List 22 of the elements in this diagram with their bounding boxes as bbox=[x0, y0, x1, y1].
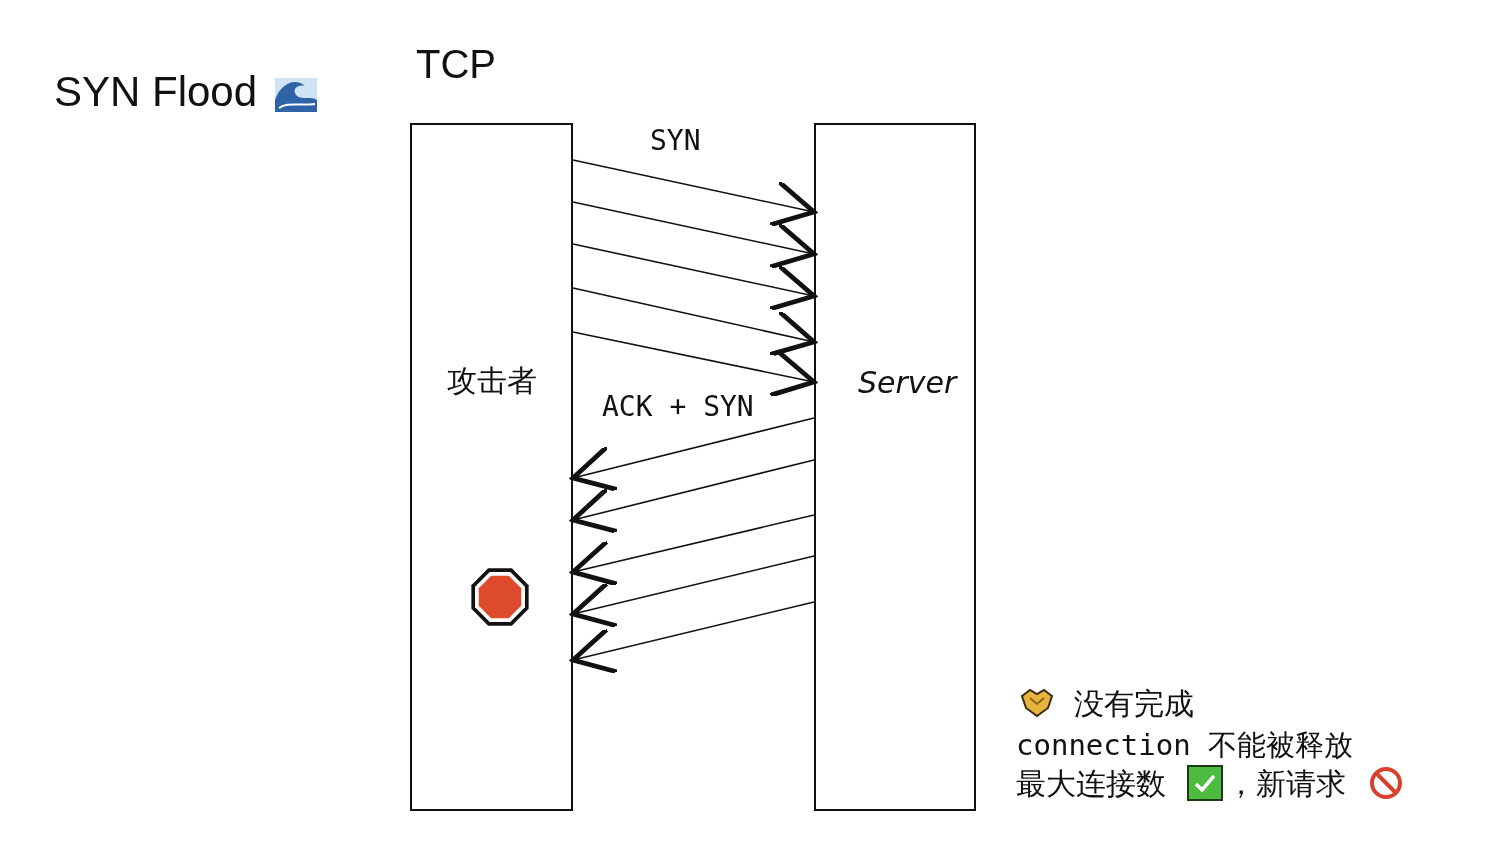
arrow bbox=[570, 514, 815, 587]
arrow bbox=[572, 159, 817, 228]
node-label: Server bbox=[858, 365, 957, 400]
node-label: 攻击者 bbox=[447, 362, 537, 400]
lifeline-box bbox=[410, 123, 573, 811]
note-text: 最大连接数 bbox=[1016, 765, 1166, 803]
note-text: connection 不能被释放 bbox=[1016, 727, 1354, 764]
arrow bbox=[570, 459, 815, 534]
message-label: SYN bbox=[650, 124, 701, 157]
arrow bbox=[572, 201, 817, 270]
heading: TCP bbox=[416, 42, 496, 87]
arrow bbox=[570, 601, 815, 675]
arrow bbox=[570, 417, 815, 492]
arrow bbox=[572, 287, 817, 358]
arrow bbox=[570, 555, 815, 629]
message-label: ACK + SYN bbox=[602, 390, 754, 423]
title: SYN Flood bbox=[54, 68, 258, 116]
arrow bbox=[572, 243, 817, 312]
note-text: ，新请求 bbox=[1226, 765, 1346, 803]
note-text: 没有完成 bbox=[1074, 685, 1194, 723]
lifeline-box bbox=[814, 123, 976, 811]
arrow bbox=[572, 331, 817, 398]
